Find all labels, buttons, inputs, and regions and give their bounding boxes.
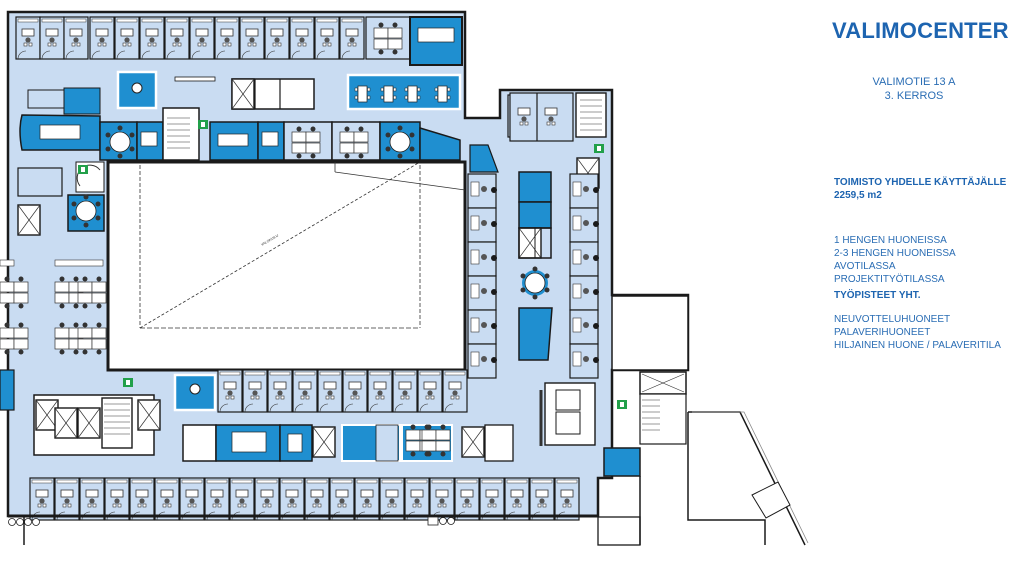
meeting-room-item: PALAVERIHUONEET [834, 327, 931, 338]
meeting-room-item: NEUVOTTELUHUONEET [834, 314, 951, 325]
top-cells [16, 17, 364, 59]
workstation-item: 2-3 HENGEN HUONEISSA [834, 248, 956, 259]
address-street: VALIMOTIE 13 A [872, 76, 956, 88]
address-floor: 3. KERROS [884, 90, 944, 102]
open-workspace-left [0, 161, 107, 411]
legend-panel: VALIMOCENTER VALIMOTIE 13 A 3. KERROS TO… [820, 0, 1024, 576]
workstation-list: 1 HENGEN HUONEISSA 2-3 HENGEN HUONEISSA … [834, 234, 956, 286]
office-label: TOIMISTO YHDELLE KÄYTTÄJÄLLE [834, 177, 1007, 188]
meeting-room-right-1 [518, 171, 552, 203]
workstation-item: 1 HENGEN HUONEISSA [834, 235, 947, 246]
office-summary: TOIMISTO YHDELLE KÄYTTÄJÄLLE 2259,5 m2 [834, 176, 1006, 202]
right-wing [467, 92, 607, 379]
office-area: 2259,5 m2 [834, 190, 882, 201]
lower-band [33, 370, 687, 477]
bottom-cells [30, 478, 579, 520]
workstation-item: AVOTILASSA [834, 261, 896, 272]
building-title: VALIMOCENTER [832, 18, 1009, 43]
meeting-room-item: HILJAINEN HUONE / PALAVERITILA [834, 340, 1001, 351]
address: VALIMOTIE 13 A 3. KERROS [820, 75, 1024, 103]
atrium-top-rooms [99, 107, 461, 161]
meeting-room-list: NEUVOTTELUHUONEET PALAVERIHUONEET HILJAI… [834, 313, 1001, 352]
floor-plan: VALOKUILU [0, 10, 809, 546]
atrium [106, 160, 467, 372]
workstation-total-label: TYÖPISTEET YHT. [834, 290, 921, 301]
workstation-item: PROJEKTITYÖTILASSA [834, 274, 945, 285]
